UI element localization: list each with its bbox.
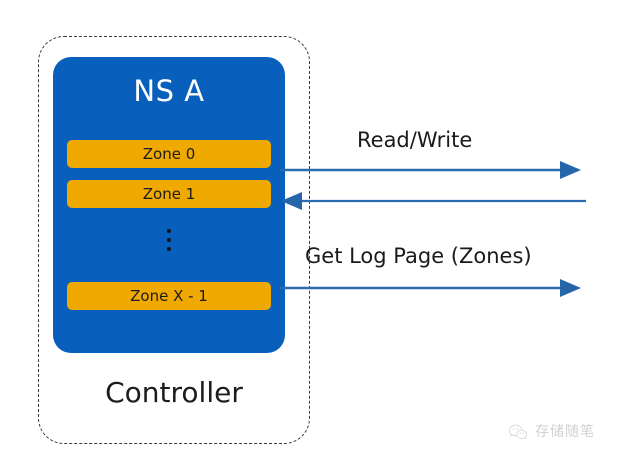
wechat-logo-icon xyxy=(508,424,527,439)
namespace-title: NS A xyxy=(133,74,205,108)
watermark: 存储随笔 xyxy=(508,424,595,440)
vertical-ellipsis-icon xyxy=(53,229,285,251)
zone-bar: Zone 0 xyxy=(67,140,271,168)
controller-boundary xyxy=(38,36,310,444)
get-log-page-arrow-icon xyxy=(280,279,581,297)
controller-label: Controller xyxy=(105,376,243,409)
get-log-page-label: Get Log Page (Zones) xyxy=(305,244,532,268)
watermark-text: 存储随笔 xyxy=(535,424,595,440)
zone-bar: Zone X - 1 xyxy=(67,282,271,310)
read-write-label: Read/Write xyxy=(357,128,473,152)
read-write-in-arrow-icon xyxy=(281,192,586,210)
zone-bar: Zone 1 xyxy=(67,180,271,208)
namespace-block: NS A Zone 0 Zone 1 Zone X - 1 xyxy=(53,57,285,353)
read-write-out-arrow-icon xyxy=(280,161,581,179)
